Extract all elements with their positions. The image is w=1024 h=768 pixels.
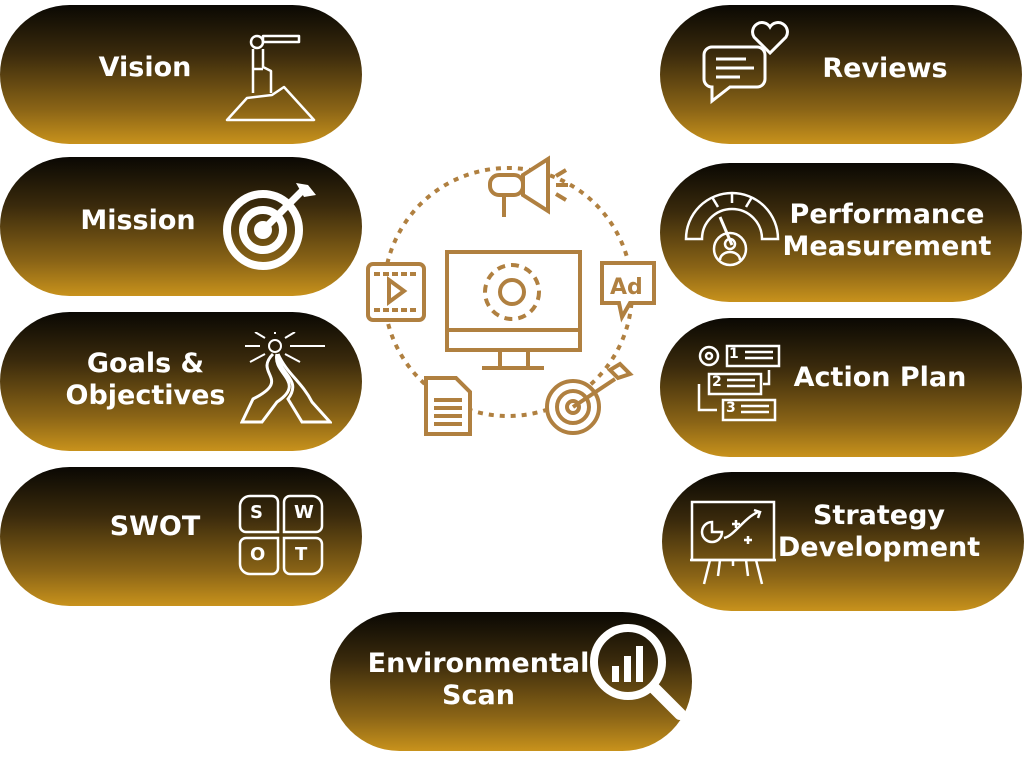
swot-s: S [250,502,263,523]
vision-label: Vision [98,52,192,83]
action-plan-card: 1 2 3 Action Plan [660,318,1022,457]
person-telescope-mountain-icon [225,34,316,122]
chat-heart-icon [702,21,789,105]
numbered-steps-icon: 1 2 3 [695,340,783,422]
swot-w: W [294,502,314,523]
goals-label: Goals &Objectives [58,348,233,412]
target-arrow-icon [223,183,316,270]
ad-text: Ad [610,275,643,300]
mission-card: Mission [0,157,362,296]
reviews-card: Reviews [660,5,1022,144]
environmental-label-line2: Scan [442,680,515,711]
megaphone-icon [488,155,568,217]
swot-label: SWOT [109,511,201,542]
video-icon [366,262,426,322]
winding-road-icon [240,332,332,424]
strategy-label-line1: Strategy [812,500,946,531]
vision-card: Vision [0,5,362,144]
center-marketing-cluster: Ad [366,155,656,436]
magnifier-chart-icon [590,624,686,720]
goals-label-line1: Goals & [86,348,205,379]
step-1: 1 [729,346,739,362]
swot-t: T [295,544,308,565]
gauge-person-icon [684,191,780,267]
step-2: 2 [712,374,722,390]
presentation-board-icon [690,500,776,585]
mission-label: Mission [80,205,196,236]
step-3: 3 [726,400,736,416]
ad-bubble-icon: Ad [600,261,656,323]
goals-label-line2: Objectives [65,380,226,411]
swot-o: O [250,544,266,565]
action-plan-label: Action Plan [793,362,967,393]
reviews-label: Reviews [822,53,948,84]
goals-objectives-card: Goals &Objectives [0,312,362,451]
performance-label-line1: Performance [789,199,985,230]
environmental-label-line1: Environmental [367,648,590,679]
performance-label-line2: Measurement [782,231,992,262]
target-icon [545,361,634,435]
strategy-label-line2: Development [777,532,981,563]
swot-card: SWOT S W O T [0,467,362,606]
document-icon [424,376,472,436]
monitor-gear-icon [445,250,582,370]
swot-grid-icon: S W O T [238,494,326,578]
